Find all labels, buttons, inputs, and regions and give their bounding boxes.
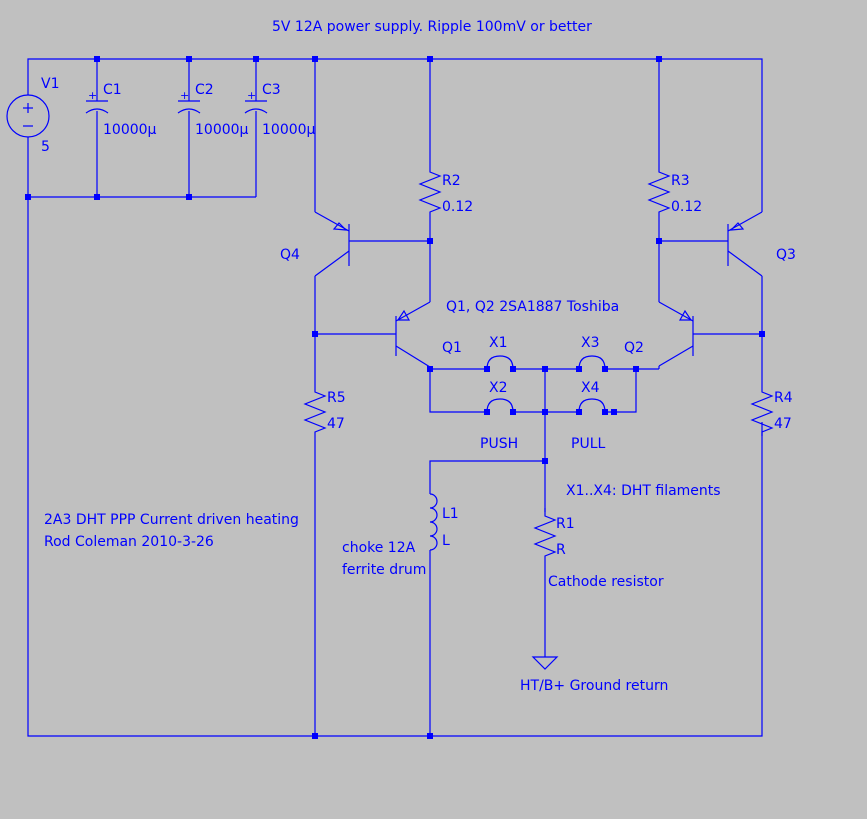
ground-note: HT/B+ Ground return xyxy=(520,678,668,694)
c2-plus: + xyxy=(180,89,189,102)
x4-ref: X4 xyxy=(581,380,600,396)
resistor-r1 xyxy=(533,508,557,560)
resistor-r2 xyxy=(418,164,442,216)
capacitor-c2 xyxy=(177,100,201,114)
resistor-r4 xyxy=(750,384,774,436)
wires xyxy=(27,58,763,737)
r1-value: R xyxy=(556,542,566,558)
push-label: PUSH xyxy=(480,436,518,452)
filament-x3 xyxy=(576,355,608,372)
transistor-q2 xyxy=(658,301,694,367)
r5-ref: R5 xyxy=(327,390,346,406)
c2-ref: C2 xyxy=(195,82,214,98)
x1-ref: X1 xyxy=(489,335,508,351)
description-line2: Rod Coleman 2010-3-26 xyxy=(44,534,214,550)
transistor-q4 xyxy=(314,211,350,277)
c1-ref: C1 xyxy=(103,82,122,98)
junctions xyxy=(25,56,765,739)
r2-value: 0.12 xyxy=(442,199,473,215)
resistor-r5 xyxy=(303,384,327,436)
filament-x1 xyxy=(484,355,516,372)
resistor-r3 xyxy=(647,164,671,216)
transistor-q3 xyxy=(727,211,763,277)
capacitor-c1 xyxy=(85,100,109,114)
r4-ref: R4 xyxy=(774,390,793,406)
c1-plus: + xyxy=(88,89,97,102)
q4-ref: Q4 xyxy=(280,247,300,263)
choke-note-line1: choke 12A xyxy=(342,540,416,556)
x3-ref: X3 xyxy=(581,335,600,351)
capacitor-c3 xyxy=(244,100,268,114)
filaments-note: X1..X4: DHT filaments xyxy=(566,483,721,499)
voltage-source-v1 xyxy=(6,94,50,138)
choke-note-line2: ferrite drum xyxy=(342,562,426,578)
r3-value: 0.12 xyxy=(671,199,702,215)
l1-value: L xyxy=(442,533,450,549)
c2-value: 10000µ xyxy=(195,122,249,138)
v1-ref: V1 xyxy=(41,76,59,92)
ground-symbol xyxy=(531,656,559,670)
v1-value: 5 xyxy=(41,139,50,155)
l1-ref: L1 xyxy=(442,506,459,522)
r5-value: 47 xyxy=(327,416,345,432)
q2-ref: Q2 xyxy=(624,340,644,356)
pull-label: PULL xyxy=(571,436,605,452)
description-line1: 2A3 DHT PPP Current driven heating xyxy=(44,512,299,528)
transistor-note: Q1, Q2 2SA1887 Toshiba xyxy=(446,299,619,315)
filament-x4 xyxy=(576,398,608,415)
cathode-note: Cathode resistor xyxy=(548,574,664,590)
q1-ref: Q1 xyxy=(442,340,462,356)
c3-value: 10000µ xyxy=(262,122,316,138)
r1-ref: R1 xyxy=(556,516,575,532)
x2-ref: X2 xyxy=(489,380,508,396)
transistor-q1 xyxy=(395,301,431,368)
inductor-l1 xyxy=(429,493,438,552)
c3-plus: + xyxy=(247,89,256,102)
c3-ref: C3 xyxy=(262,82,281,98)
q3-ref: Q3 xyxy=(776,247,796,263)
title-label: 5V 12A power supply. Ripple 100mV or bet… xyxy=(272,19,592,35)
r2-ref: R2 xyxy=(442,173,461,189)
filament-x2 xyxy=(484,398,516,415)
r4-value: 47 xyxy=(774,416,792,432)
r3-ref: R3 xyxy=(671,173,690,189)
c1-value: 10000µ xyxy=(103,122,157,138)
